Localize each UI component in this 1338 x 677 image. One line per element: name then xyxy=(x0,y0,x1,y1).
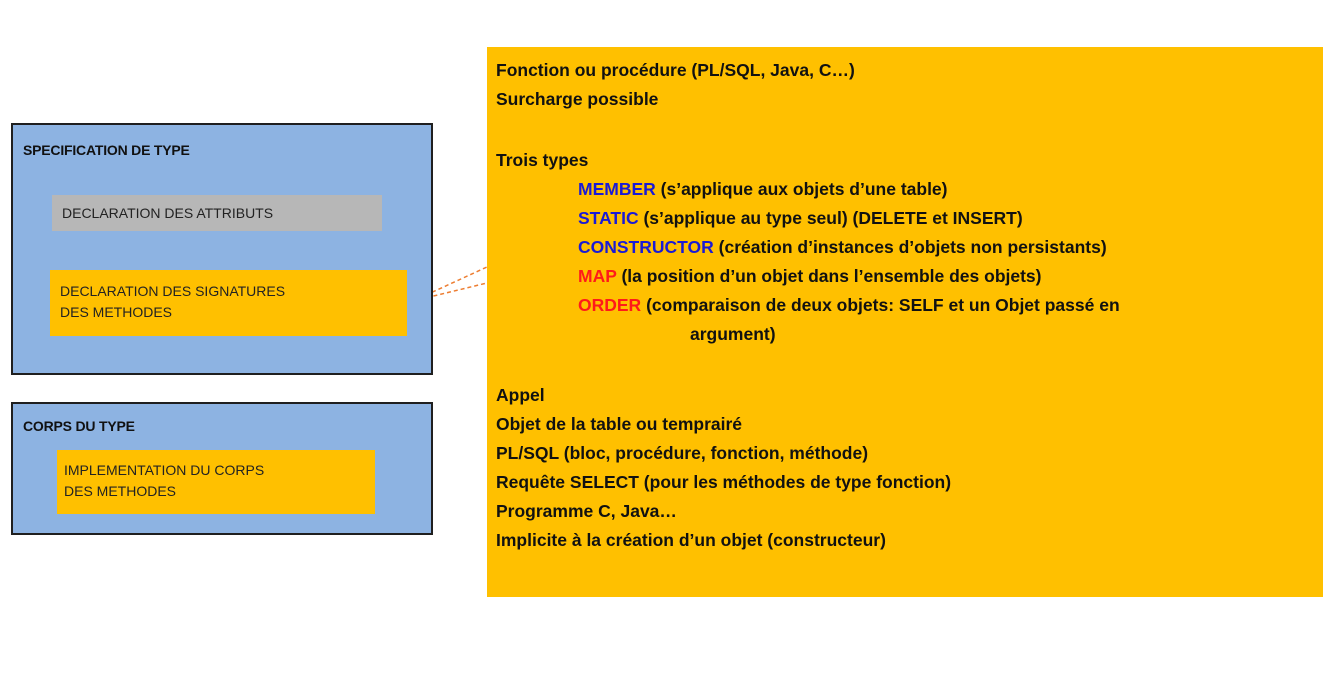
attributes-declaration-box: DECLARATION DES ATTRIBUTS xyxy=(52,195,382,231)
appel-heading: Appel xyxy=(496,385,545,405)
attributes-declaration-label: DECLARATION DES ATTRIBUTS xyxy=(62,205,274,221)
type-specification-box: SPECIFICATION DE TYPE xyxy=(11,123,433,375)
appel-item: Implicite à la création d’un objet (cons… xyxy=(496,530,886,550)
type-member-keyword: MEMBER xyxy=(578,179,656,199)
type-static: STATIC (s’applique au type seul) (DELETE… xyxy=(578,207,1023,229)
type-map: MAP (la position d’un objet dans l’ensem… xyxy=(578,265,1042,287)
type-constructor: CONSTRUCTOR (création d’instances d’obje… xyxy=(578,236,1107,258)
type-body-title: CORPS DU TYPE xyxy=(23,418,135,434)
type-order: ORDER (comparaison de deux objets: SELF … xyxy=(578,294,1120,316)
type-map-keyword: MAP xyxy=(578,266,617,286)
type-order-text: (comparaison de deux objets: SELF et un … xyxy=(641,295,1120,315)
signatures-declaration-label: DECLARATION DES SIGNATURES DES METHODES xyxy=(60,283,286,320)
appel-item: PL/SQL (bloc, procédure, fonction, métho… xyxy=(496,443,869,463)
type-order-continuation: argument) xyxy=(690,324,776,344)
type-member-text: (s’applique aux objets d’une table) xyxy=(655,179,948,199)
type-map-text: (la position d’un objet dans l’ensemble … xyxy=(616,266,1042,286)
signatures-declaration-box: DECLARATION DES SIGNATURES DES METHODES xyxy=(50,270,407,336)
panel-line-overload: Surcharge possible xyxy=(496,89,659,109)
appel-item: Requête SELECT (pour les méthodes de typ… xyxy=(496,472,952,492)
type-static-keyword: STATIC xyxy=(578,208,639,228)
type-constructor-text: (création d’instances d’objets non persi… xyxy=(713,237,1107,257)
implementation-box: IMPLEMENTATION DU CORPS DES METHODES xyxy=(57,450,375,514)
methods-description-panel: Fonction ou procédure (PL/SQL, Java, C…)… xyxy=(487,47,1323,597)
type-member: MEMBER (s’applique aux objets d’une tabl… xyxy=(578,178,948,200)
implementation-label: IMPLEMENTATION DU CORPS DES METHODES xyxy=(64,462,265,499)
type-constructor-keyword: CONSTRUCTOR xyxy=(578,237,714,257)
appel-item: Objet de la table ou temprairé xyxy=(496,414,743,434)
type-specification-title: SPECIFICATION DE TYPE xyxy=(23,142,190,158)
types-heading: Trois types xyxy=(496,150,589,170)
type-static-text: (s’applique au type seul) (DELETE et INS… xyxy=(638,208,1023,228)
appel-item: Programme C, Java… xyxy=(496,501,677,521)
type-order-keyword: ORDER xyxy=(578,295,642,315)
panel-line-function: Fonction ou procédure (PL/SQL, Java, C…) xyxy=(496,60,855,80)
